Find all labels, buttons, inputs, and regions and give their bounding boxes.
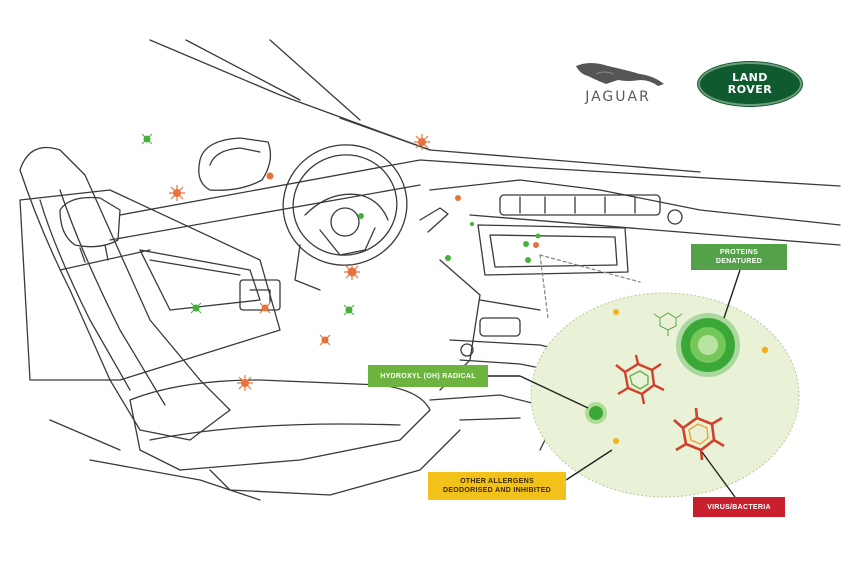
hydroxyl-radical-label: HYDROXYL (OH) RADICAL (368, 365, 488, 387)
magnified-view (530, 292, 800, 498)
car-interior-line-art (19, 39, 841, 501)
leaping-jaguar-icon (576, 63, 664, 86)
land-rover-oval-badge: LAND ROVER (698, 62, 802, 106)
allergens-label-line-1: OTHER ALLERGENS (460, 478, 534, 485)
allergens-label-line-2: DEODORISED AND INHIBITED (442, 487, 552, 494)
cabin-particles (141, 133, 541, 391)
callout-leaders (488, 269, 741, 498)
jaguar-wordmark: JAGUAR (585, 89, 651, 105)
virus-bacteria-label: VIRUS/BACTERIA (693, 497, 785, 517)
proteins-label-line-2: DENATURED (715, 258, 763, 265)
land-rover-line-2: ROVER (727, 83, 773, 96)
proteins-label-line-1: PROTEINS (719, 249, 759, 256)
land-rover-line-1: LAND (732, 71, 768, 84)
proteins-denatured-label: PROTEINS DENATURED (691, 244, 787, 270)
other-allergens-label: OTHER ALLERGENS DEODORISED AND INHIBITED (428, 472, 566, 500)
